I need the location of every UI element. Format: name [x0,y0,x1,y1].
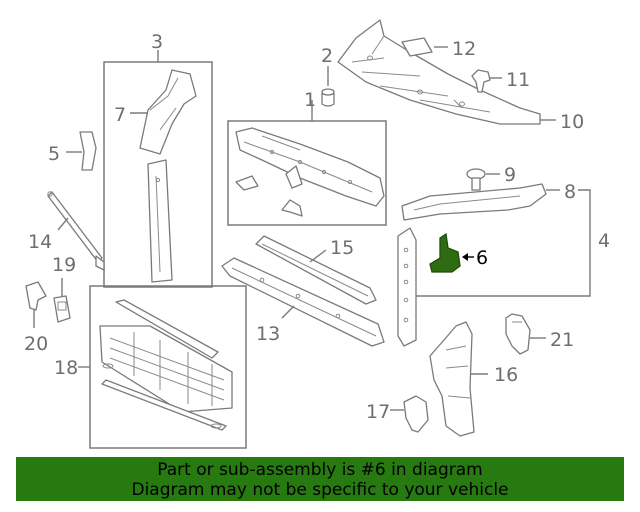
leader-15 [309,249,327,263]
part-2-bushing[interactable] [321,88,335,107]
part-1-support-upper[interactable] [235,127,385,217]
callout-16[interactable]: 16 [494,364,518,386]
part-7-bracket[interactable] [139,69,197,155]
callout-20[interactable]: 20 [24,333,48,355]
callout-10[interactable]: 10 [560,111,584,133]
part-14-hood-strut[interactable] [47,191,105,271]
part-10-upper-cover[interactable] [337,19,541,125]
callout-9[interactable]: 9 [504,164,516,186]
callout-15[interactable]: 15 [330,237,354,259]
callout-17[interactable]: 17 [366,401,390,423]
banner-line-disclaimer: Diagram may not be specific to your vehi… [131,480,509,500]
callout-18[interactable]: 18 [54,357,78,379]
part-info-banner: Part or sub-assembly is #6 in diagram Di… [16,457,624,501]
part-15-crossmember[interactable] [255,235,377,305]
part-21-connector[interactable] [505,313,531,355]
part-8-side-rail[interactable] [401,183,547,221]
leader-13 [281,305,295,319]
part-6-highlighted-bracket[interactable] [429,232,461,273]
callout-8[interactable]: 8 [564,181,576,203]
callout-5[interactable]: 5 [48,143,60,165]
group-bracket-4 [416,189,591,297]
part-13-lower-support[interactable] [221,257,385,347]
callout-14[interactable]: 14 [28,231,52,253]
callout-19[interactable]: 19 [52,254,76,276]
part-12-pad[interactable] [401,37,433,57]
callout-4[interactable]: 4 [598,230,610,252]
part-3-side-support[interactable] [147,159,173,283]
part-16-air-guide[interactable] [429,321,475,437]
banner-line-part: Part or sub-assembly is #6 in diagram [157,460,483,480]
callout-21[interactable]: 21 [550,329,574,351]
part-17-bracket[interactable] [403,395,429,433]
callout-11[interactable]: 11 [506,69,530,91]
part-4-side-support[interactable] [397,227,417,347]
part-20-bracket[interactable] [25,281,47,311]
callout-12[interactable]: 12 [452,38,476,60]
arrow-6 [462,253,468,261]
callout-1[interactable]: 1 [304,89,316,111]
leader-14 [57,217,69,231]
group-box-1 [227,120,387,226]
part-11-clip[interactable] [471,69,491,93]
callout-3[interactable]: 3 [151,31,163,53]
part-9-bolt[interactable] [466,168,486,191]
callout-6[interactable]: 6 [476,247,488,269]
part-18-grille-shutter[interactable] [99,299,233,431]
callout-7[interactable]: 7 [114,104,126,126]
part-5-bracket[interactable] [79,131,97,171]
callout-2[interactable]: 2 [321,45,333,67]
callout-13[interactable]: 13 [256,323,280,345]
part-19-sensor[interactable] [53,295,71,323]
